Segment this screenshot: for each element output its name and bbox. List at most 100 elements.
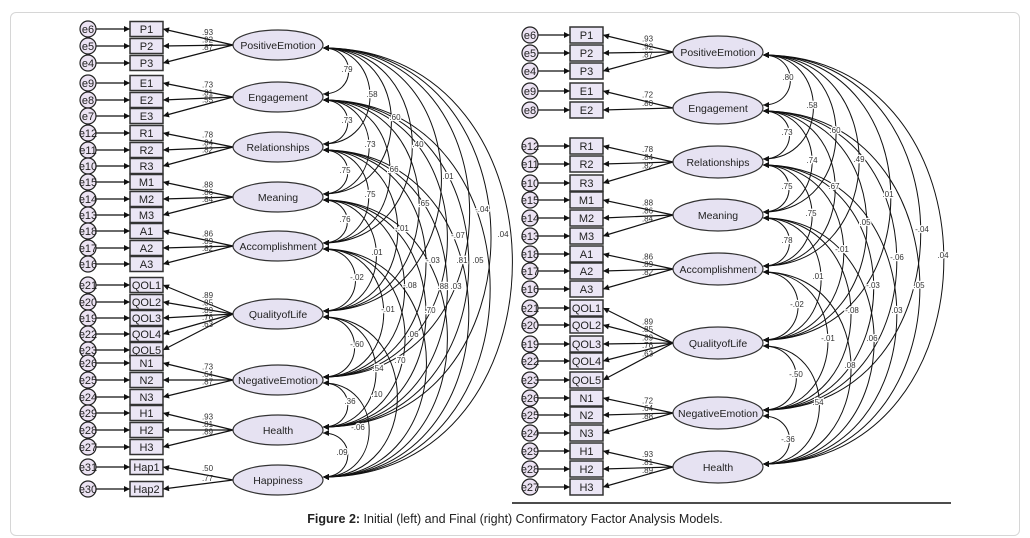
error-label: e10	[79, 161, 97, 173]
indicator-label: H3	[139, 442, 153, 454]
covariance-arc	[762, 269, 852, 467]
indicator-label: H2	[139, 425, 153, 437]
loading-path-arrow	[162, 479, 234, 492]
loading-value: .89	[642, 466, 654, 475]
indicator-box	[129, 255, 164, 273]
indicator-label: QOL2	[132, 297, 161, 309]
indicator-label: N3	[139, 392, 153, 404]
loading-value: .82	[202, 244, 214, 253]
indicator-box	[129, 173, 164, 191]
error-label: e21	[79, 280, 97, 292]
covariance-value: -.60	[350, 340, 364, 349]
caption-text: Initial (left) and Final (right) Confirm…	[360, 512, 723, 526]
error-circle	[521, 227, 539, 245]
loading-path-arrow	[162, 146, 234, 153]
indicator-box	[569, 460, 604, 478]
loading-value: .93	[642, 450, 654, 459]
covariance-value: -.01	[821, 334, 835, 343]
indicator-box	[569, 191, 604, 209]
loading-value: .63	[202, 320, 214, 329]
indicator-box	[569, 406, 604, 424]
loading-value: .73	[202, 362, 214, 371]
covariance-arc	[322, 147, 399, 314]
loading-path-arrow	[602, 466, 674, 489]
error-circle	[79, 20, 97, 38]
covariance-arc	[762, 52, 860, 269]
loading-value: .84	[642, 153, 654, 162]
latent-ellipse	[672, 396, 764, 430]
error-label: e30	[79, 484, 97, 496]
latent-label: NegativeEmotion	[238, 375, 318, 387]
loading-path-arrow	[162, 196, 234, 217]
loading-value: .89	[202, 237, 214, 246]
covariance-arc	[762, 269, 829, 413]
loading-path-arrow	[602, 267, 674, 274]
indicator-label: QOL4	[132, 329, 161, 341]
loading-value: .78	[642, 145, 654, 154]
indicator-label: A3	[580, 284, 593, 296]
loading-path-arrow	[602, 323, 674, 344]
error-label: e16	[521, 284, 539, 296]
error-circle	[79, 438, 97, 456]
covariance-value: .49	[853, 155, 865, 164]
indicator-box	[569, 280, 604, 298]
covariance-value: -.01	[395, 224, 409, 233]
indicator-label: A1	[580, 249, 593, 261]
covariance-arc	[322, 45, 349, 97]
loading-value: .50	[202, 464, 214, 473]
indicator-label: A3	[140, 259, 153, 271]
error-label: e17	[79, 243, 97, 255]
covariance-value: .09	[336, 448, 348, 457]
loading-value: .93	[202, 28, 214, 37]
error-circle	[79, 124, 97, 142]
covariance-value: .05	[913, 281, 925, 290]
covariance-value: -.01	[835, 245, 849, 254]
error-label: e26	[521, 393, 539, 405]
indicator-box	[569, 352, 604, 370]
covariance-value: .81	[456, 256, 468, 265]
indicator-box	[129, 37, 164, 55]
error-circle	[79, 173, 97, 191]
error-label: e11	[521, 159, 539, 171]
covariance-arc	[762, 215, 822, 343]
latent-ellipse	[232, 414, 324, 446]
indicator-box	[129, 54, 164, 72]
indicator-label: E3	[140, 111, 153, 123]
loading-value: .82	[642, 161, 654, 170]
loading-path-arrow	[602, 161, 674, 185]
indicator-label: M2	[139, 194, 154, 206]
covariance-arc	[322, 197, 377, 314]
error-circle	[79, 480, 97, 498]
indicator-box	[129, 222, 164, 240]
covariance-arc	[762, 162, 898, 467]
indicator-box	[129, 157, 164, 175]
covariance-value: -.06	[890, 253, 904, 262]
indicator-label: N2	[579, 410, 593, 422]
covariance-arc	[322, 197, 406, 380]
error-label: e15	[521, 195, 539, 207]
loading-path-arrow	[162, 300, 234, 315]
latent-ellipse	[672, 91, 764, 125]
loading-path-arrow	[162, 180, 234, 198]
error-label: e20	[79, 297, 97, 309]
covariance-value: .74	[806, 156, 818, 165]
loading-path-arrow	[602, 411, 674, 418]
indicator-box	[569, 174, 604, 192]
covariance-arc	[762, 343, 820, 467]
indicator-label: P3	[580, 66, 593, 78]
covariance-arc	[762, 108, 813, 215]
indicator-label: P3	[140, 58, 153, 70]
indicator-label: P1	[140, 24, 153, 36]
covariance-arc	[762, 343, 797, 413]
indicator-label: H3	[579, 482, 593, 494]
covariance-value: -.01	[381, 305, 395, 314]
error-label: e28	[79, 425, 97, 437]
covariance-value: .54	[812, 398, 824, 407]
covariance-value: .75	[781, 182, 793, 191]
indicator-label: H1	[579, 446, 593, 458]
latent-label: Health	[703, 462, 734, 474]
indicator-label: N1	[139, 358, 153, 370]
error-label: e7	[82, 111, 94, 123]
loading-path-arrow	[602, 342, 674, 381]
indicator-label: QOL5	[132, 345, 161, 357]
